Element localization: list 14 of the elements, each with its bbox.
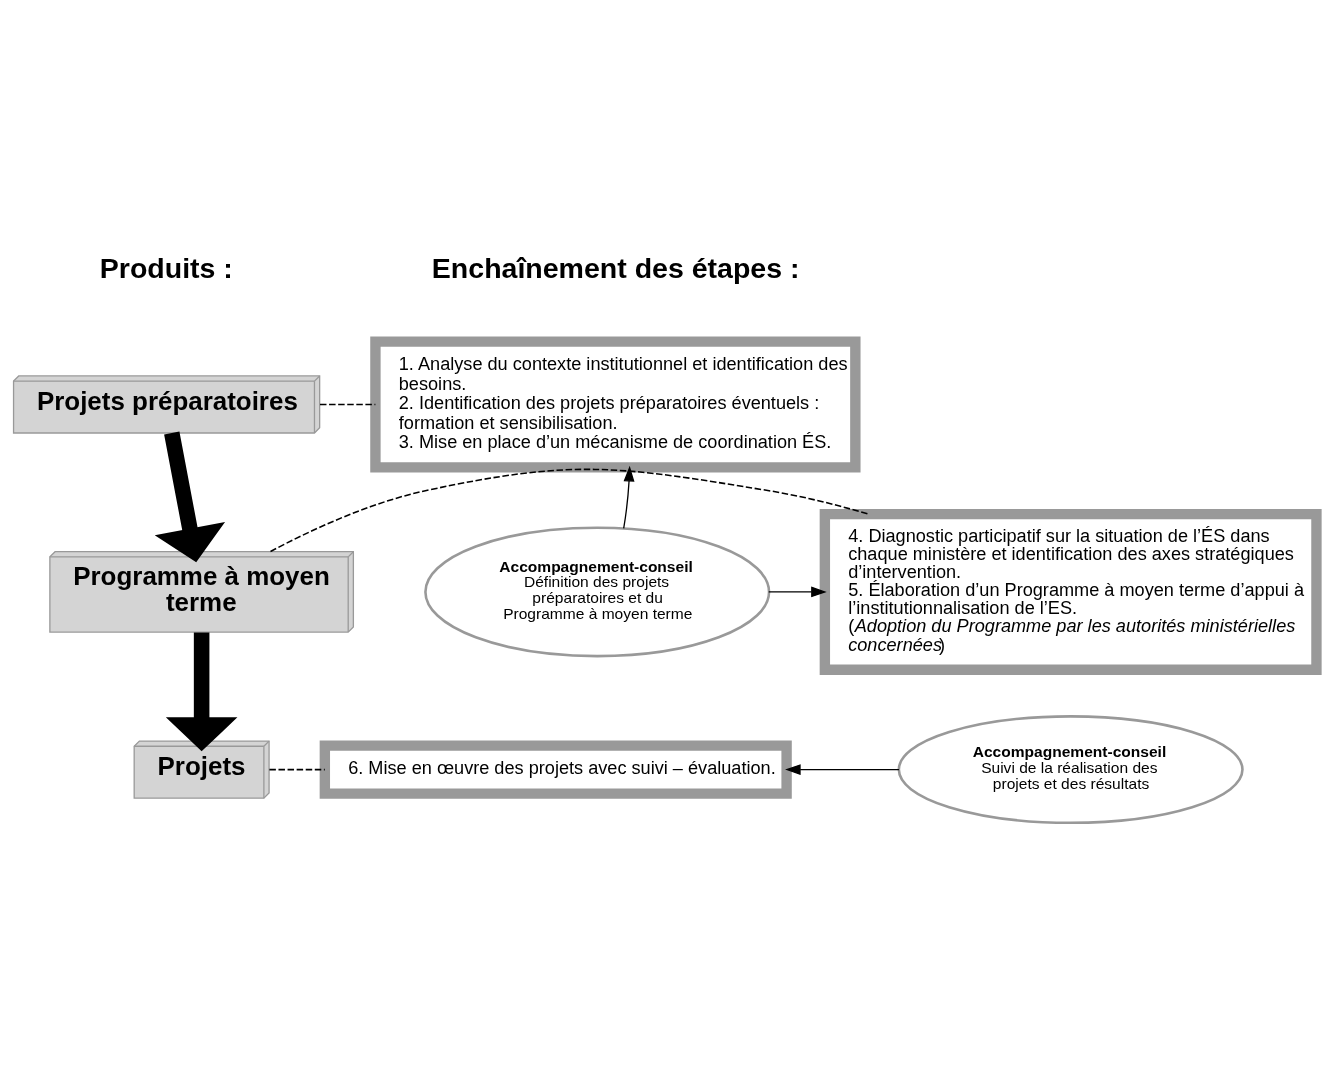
label: Produits : (99, 251, 233, 283)
arrow (785, 763, 900, 775)
connector (319, 403, 377, 405)
node-ellipse: Accompagnement-conseil Définition des projets préparatoires et du Programme à moyen terme (424, 525, 771, 657)
arrow (768, 585, 827, 597)
node-ellipse: Accompagnement-conseil Suivi de la réalisation des projets et des résultats (897, 714, 1244, 824)
arrow (623, 465, 635, 529)
node-box: 6. Mise en œuvre des projets avec suivi – évaluation. (319, 739, 792, 799)
node-box: 1. Analyse du contexte institutionnel et identification des besoins. 2. Identification des projets préparatoires éventuels : formation et sensibilisation. 3. Mise en place d’un mécanisme de coordination ÉS. (370, 335, 861, 473)
arrow (165, 632, 238, 751)
label: Enchaînement des étapes : (431, 251, 800, 283)
connector (269, 468, 869, 552)
connector (268, 768, 326, 770)
arrow (154, 431, 226, 562)
